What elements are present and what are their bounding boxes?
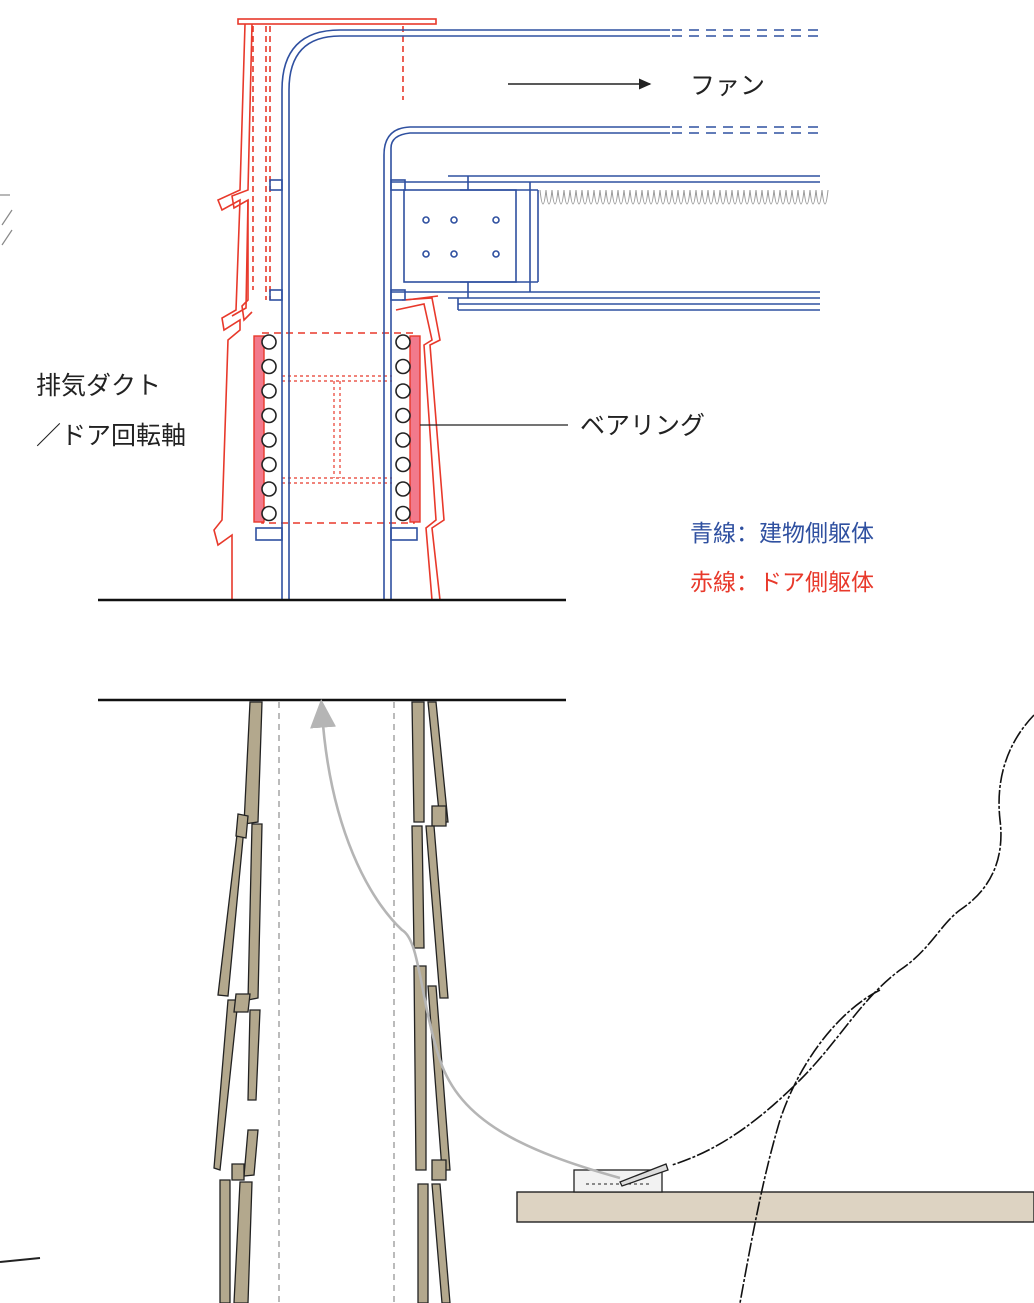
- curved-arrow-icon: [310, 699, 621, 1180]
- bearing-ball: [395, 358, 411, 375]
- bearing-label: ベアリング: [580, 411, 706, 440]
- bearing-ball: [261, 334, 277, 350]
- bearing-ball: [395, 334, 411, 350]
- bearing-ball: [261, 407, 277, 424]
- bearing-ball: [261, 456, 277, 473]
- laptop: [573, 1163, 669, 1193]
- desk: [516, 1191, 1034, 1223]
- bearing-ball-icon: [261, 334, 411, 522]
- bearing-ball: [395, 481, 411, 497]
- bearing-ball: [261, 358, 277, 375]
- bearing-ball: [395, 432, 411, 448]
- bearing-ball: [395, 456, 411, 473]
- bearing-ball: [395, 407, 411, 424]
- fan-label: ファン: [690, 71, 766, 100]
- legend-red: 赤線：ドア側躯体: [690, 570, 874, 596]
- door-panels-left: [213, 701, 263, 1303]
- legend-blue: 青線：建物側躯体: [690, 521, 874, 547]
- duct-dashed-lines: [278, 702, 395, 1303]
- bearing-ball: [261, 481, 277, 497]
- bearing-ball: [261, 505, 277, 522]
- duct-label-line1: 排気ダクト: [36, 371, 162, 400]
- person-silhouette: [671, 714, 1034, 1303]
- duct-label-line2: ／ドア回転軸: [36, 421, 187, 450]
- bearing-ball: [261, 383, 277, 399]
- bearing-strips: [253, 335, 421, 523]
- bearing-ball: [395, 383, 411, 399]
- building-frame-blue: [255, 29, 820, 600]
- bearing-ball: [395, 505, 411, 522]
- edge-marks: [0, 194, 41, 1263]
- bearing-ball: [261, 432, 277, 448]
- door-panels-right: [411, 701, 451, 1303]
- insulation-pattern: [539, 189, 829, 205]
